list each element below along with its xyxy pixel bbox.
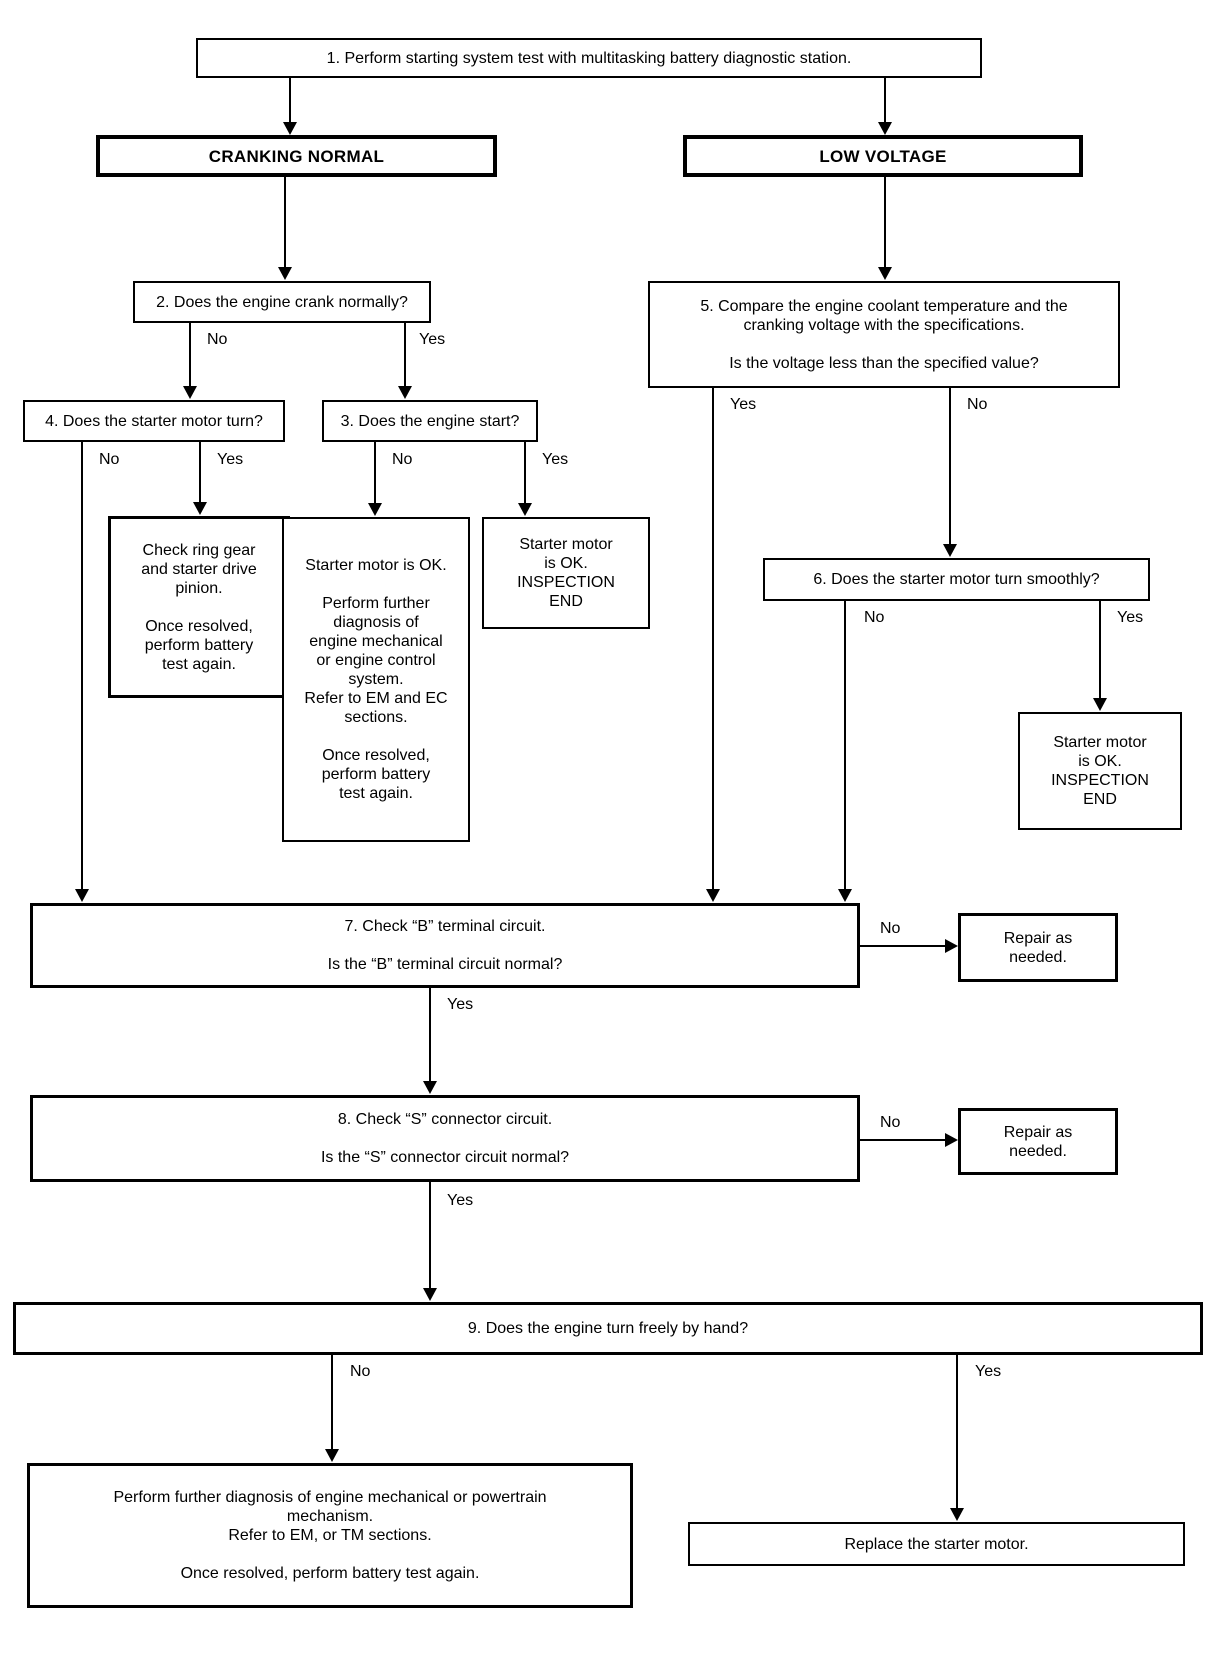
arrowhead-q2-no-to-q4	[183, 386, 197, 399]
label-q5-yes: Yes	[728, 396, 759, 414]
node-low-voltage: LOW VOLTAGE	[683, 135, 1083, 177]
node-q6-motor-turn-smoothly: 6. Does the starter motor turn smoothly?	[763, 558, 1150, 601]
edge-q5-yes-to-q7	[712, 388, 714, 891]
node-q4-starter-motor-turn: 4. Does the starter motor turn?	[23, 400, 285, 442]
node-starter-ok-inspection-end-right: Starter motor is OK. INSPECTION END	[1018, 712, 1182, 830]
label-q3-no: No	[390, 451, 415, 469]
edge-q2-yes-to-q3	[404, 323, 406, 388]
label-q7-no: No	[878, 920, 903, 938]
node-check-ring-gear: Check ring gear and starter drive pinion…	[108, 516, 290, 698]
edge-q9-yes-to-replace	[956, 1355, 958, 1510]
label-q2-yes: Yes	[417, 331, 448, 349]
edge-q2-no-to-q4	[189, 323, 191, 388]
arrowhead-q6-yes-to-end	[1093, 698, 1107, 711]
edge-cranking-to-q2	[284, 177, 286, 269]
edge-q6-no-to-q7	[844, 601, 846, 891]
label-q2-no: No	[205, 331, 230, 349]
label-q6-yes: Yes	[1115, 609, 1146, 627]
node-starter-ok-inspection-end-left: Starter motor is OK. INSPECTION END	[482, 517, 650, 629]
node-start: 1. Perform starting system test with mul…	[196, 38, 982, 78]
arrowhead-q9-no-to-diagnosis	[325, 1449, 339, 1462]
edge-q7-no-to-repair	[860, 945, 946, 947]
node-starter-ok-diagnosis: Starter motor is OK. Perform further dia…	[282, 517, 470, 842]
node-replace-starter-motor: Replace the starter motor.	[688, 1522, 1185, 1566]
arrowhead-q9-yes-to-replace	[950, 1508, 964, 1521]
label-q7-yes: Yes	[445, 996, 476, 1014]
arrowhead-q6-no-to-q7	[838, 889, 852, 902]
arrowhead-start-to-lowvoltage	[878, 122, 892, 135]
node-repair-s-connector: Repair as needed.	[958, 1108, 1118, 1175]
edge-start-to-cranking	[289, 78, 291, 124]
edge-q8-yes-to-q9	[429, 1182, 431, 1290]
arrowhead-q2-yes-to-q3	[398, 386, 412, 399]
node-repair-b-terminal: Repair as needed.	[958, 913, 1118, 982]
edge-lowvoltage-to-q5	[884, 177, 886, 269]
arrowhead-q3-yes-to-end	[518, 503, 532, 516]
node-q3-engine-start: 3. Does the engine start?	[322, 400, 538, 442]
edge-q6-yes-to-end	[1099, 601, 1101, 700]
arrowhead-q8-no-to-repair	[945, 1133, 958, 1147]
node-q9-engine-turn-by-hand: 9. Does the engine turn freely by hand?	[13, 1302, 1203, 1355]
arrowhead-q3-no-to-diagnosis	[368, 503, 382, 516]
label-q9-yes: Yes	[973, 1363, 1004, 1381]
edge-q4-yes-to-ringgear	[199, 442, 201, 504]
label-q3-yes: Yes	[540, 451, 571, 469]
arrowhead-q7-no-to-repair	[945, 939, 958, 953]
arrowhead-q4-no-to-q7	[75, 889, 89, 902]
node-q5-compare-coolant-voltage: 5. Compare the engine coolant temperatur…	[648, 281, 1120, 388]
label-q8-yes: Yes	[445, 1192, 476, 1210]
node-q2-engine-crank: 2. Does the engine crank normally?	[133, 281, 431, 323]
label-q6-no: No	[862, 609, 887, 627]
arrowhead-lowvoltage-to-q5	[878, 267, 892, 280]
label-q4-no: No	[97, 451, 122, 469]
node-q7-b-terminal-circuit: 7. Check “B” terminal circuit. Is the “B…	[30, 903, 860, 988]
arrowhead-q8-yes-to-q9	[423, 1288, 437, 1301]
edge-q3-no-to-diagnosis	[374, 442, 376, 505]
edge-q3-yes-to-end	[524, 442, 526, 505]
label-q8-no: No	[878, 1114, 903, 1132]
arrowhead-q5-no-to-q6	[943, 544, 957, 557]
node-q8-s-connector-circuit: 8. Check “S” connector circuit. Is the “…	[30, 1095, 860, 1182]
arrowhead-cranking-to-q2	[278, 267, 292, 280]
arrowhead-start-to-cranking	[283, 122, 297, 135]
label-q9-no: No	[348, 1363, 373, 1381]
label-q4-yes: Yes	[215, 451, 246, 469]
edge-q4-no-to-q7	[81, 442, 83, 891]
edge-q9-no-to-diagnosis	[331, 1355, 333, 1451]
node-further-diagnosis-powertrain: Perform further diagnosis of engine mech…	[27, 1463, 633, 1608]
node-cranking-normal: CRANKING NORMAL	[96, 135, 497, 177]
edge-q5-no-to-q6	[949, 388, 951, 546]
arrowhead-q5-yes-to-q7	[706, 889, 720, 902]
arrowhead-q4-yes-to-ringgear	[193, 502, 207, 515]
arrowhead-q7-yes-to-q8	[423, 1081, 437, 1094]
edge-q7-yes-to-q8	[429, 988, 431, 1083]
edge-q8-no-to-repair	[860, 1139, 946, 1141]
label-q5-no: No	[965, 396, 990, 414]
edge-start-to-lowvoltage	[884, 78, 886, 124]
